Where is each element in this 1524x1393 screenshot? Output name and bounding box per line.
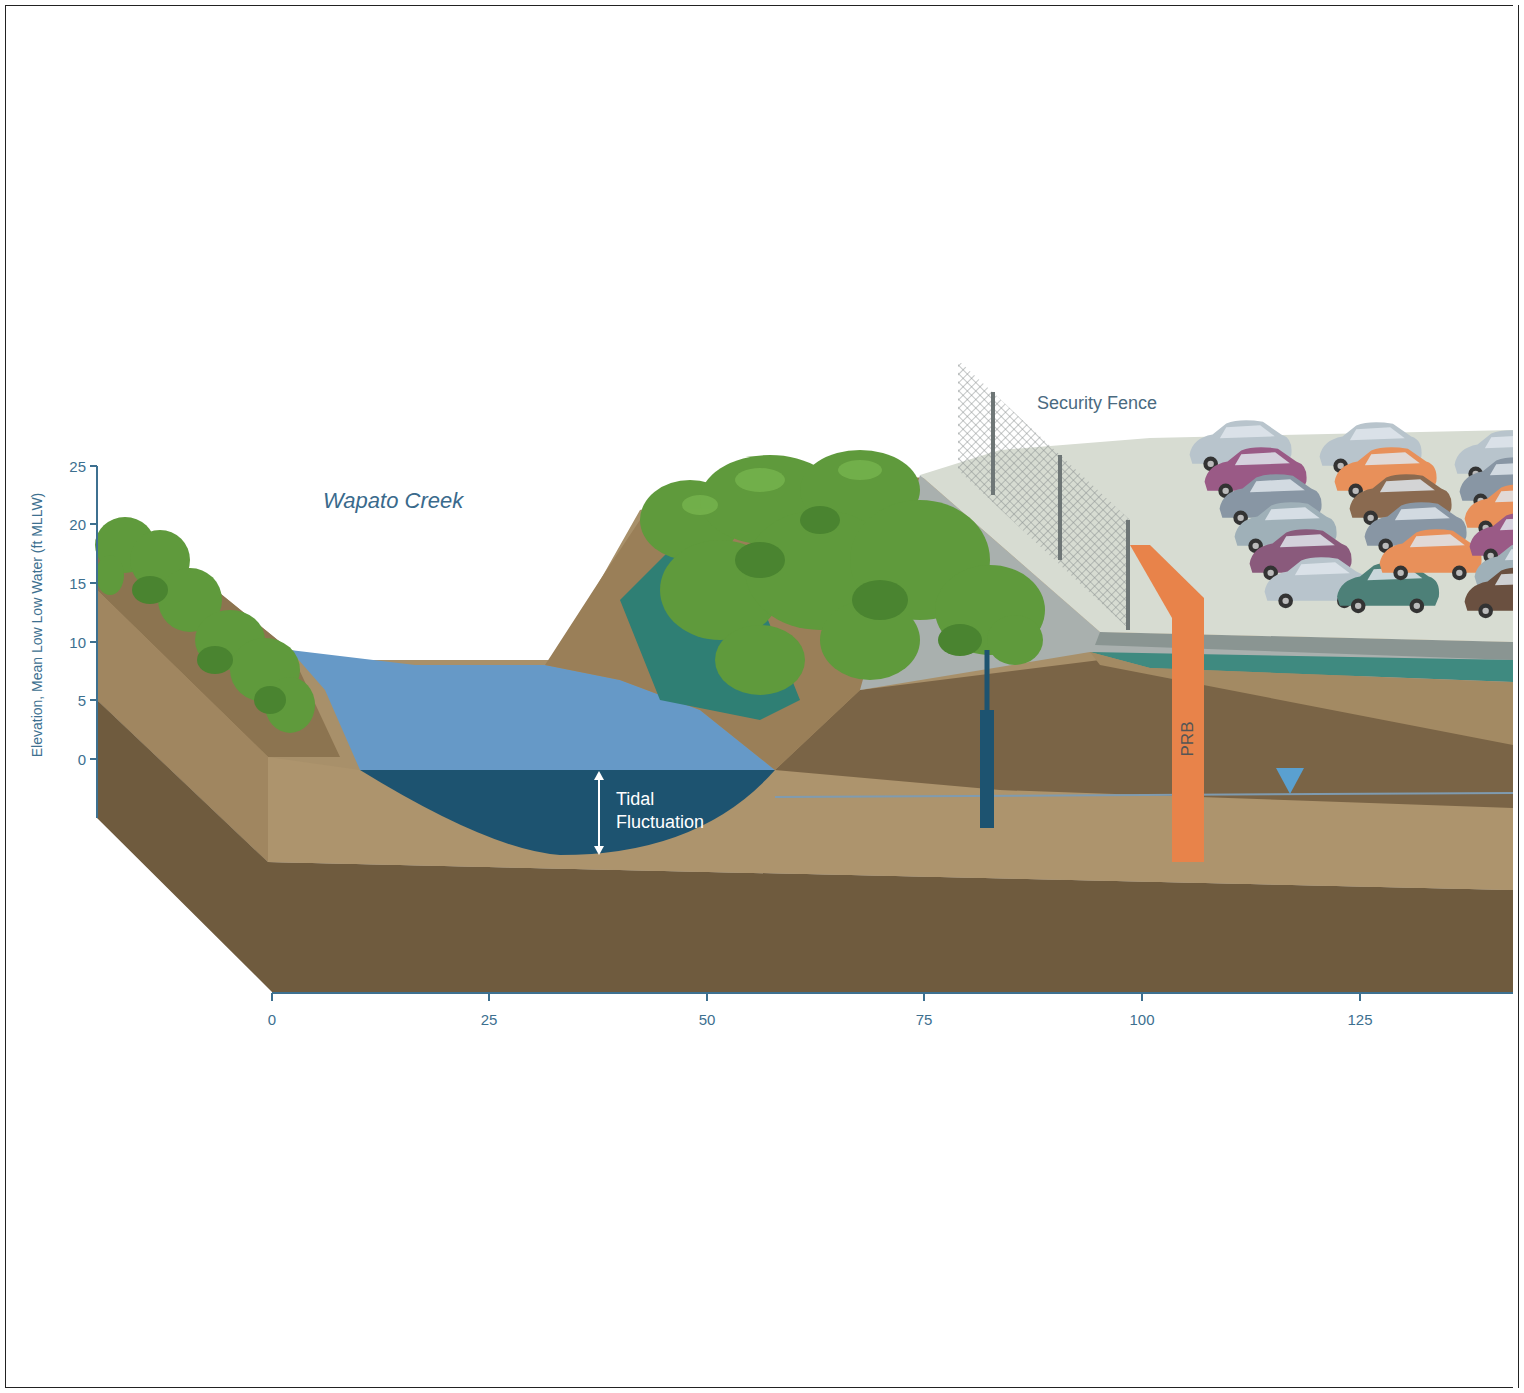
axis-tick-label: 20	[69, 516, 86, 533]
tidal-label: Tidal Fluctuation	[616, 788, 726, 835]
axis-tick-label: 10	[69, 634, 86, 651]
axis-tick-label: 5	[78, 692, 86, 709]
axis-title: Elevation, Mean Low Low Water (ft MLLW)	[29, 493, 45, 758]
axis-tick-label: 25	[481, 1011, 498, 1028]
barrier-bar: PRB	[1172, 615, 1204, 862]
axis-tick-label: 0	[78, 751, 86, 768]
axis-tick-label: 50	[699, 1011, 716, 1028]
axis-tick-label: 25	[69, 458, 86, 475]
creek-name: Wapato Creek	[323, 488, 463, 514]
axis-tick-label: 100	[1129, 1011, 1154, 1028]
axis-tick-label: 0	[268, 1011, 276, 1028]
node-label: PRB	[1178, 721, 1198, 756]
axis-tick-label: 125	[1347, 1011, 1372, 1028]
fence-label: Security Fence	[1037, 393, 1157, 414]
axis-tick-label: 75	[916, 1011, 933, 1028]
axis-tick-label: 15	[69, 575, 86, 592]
